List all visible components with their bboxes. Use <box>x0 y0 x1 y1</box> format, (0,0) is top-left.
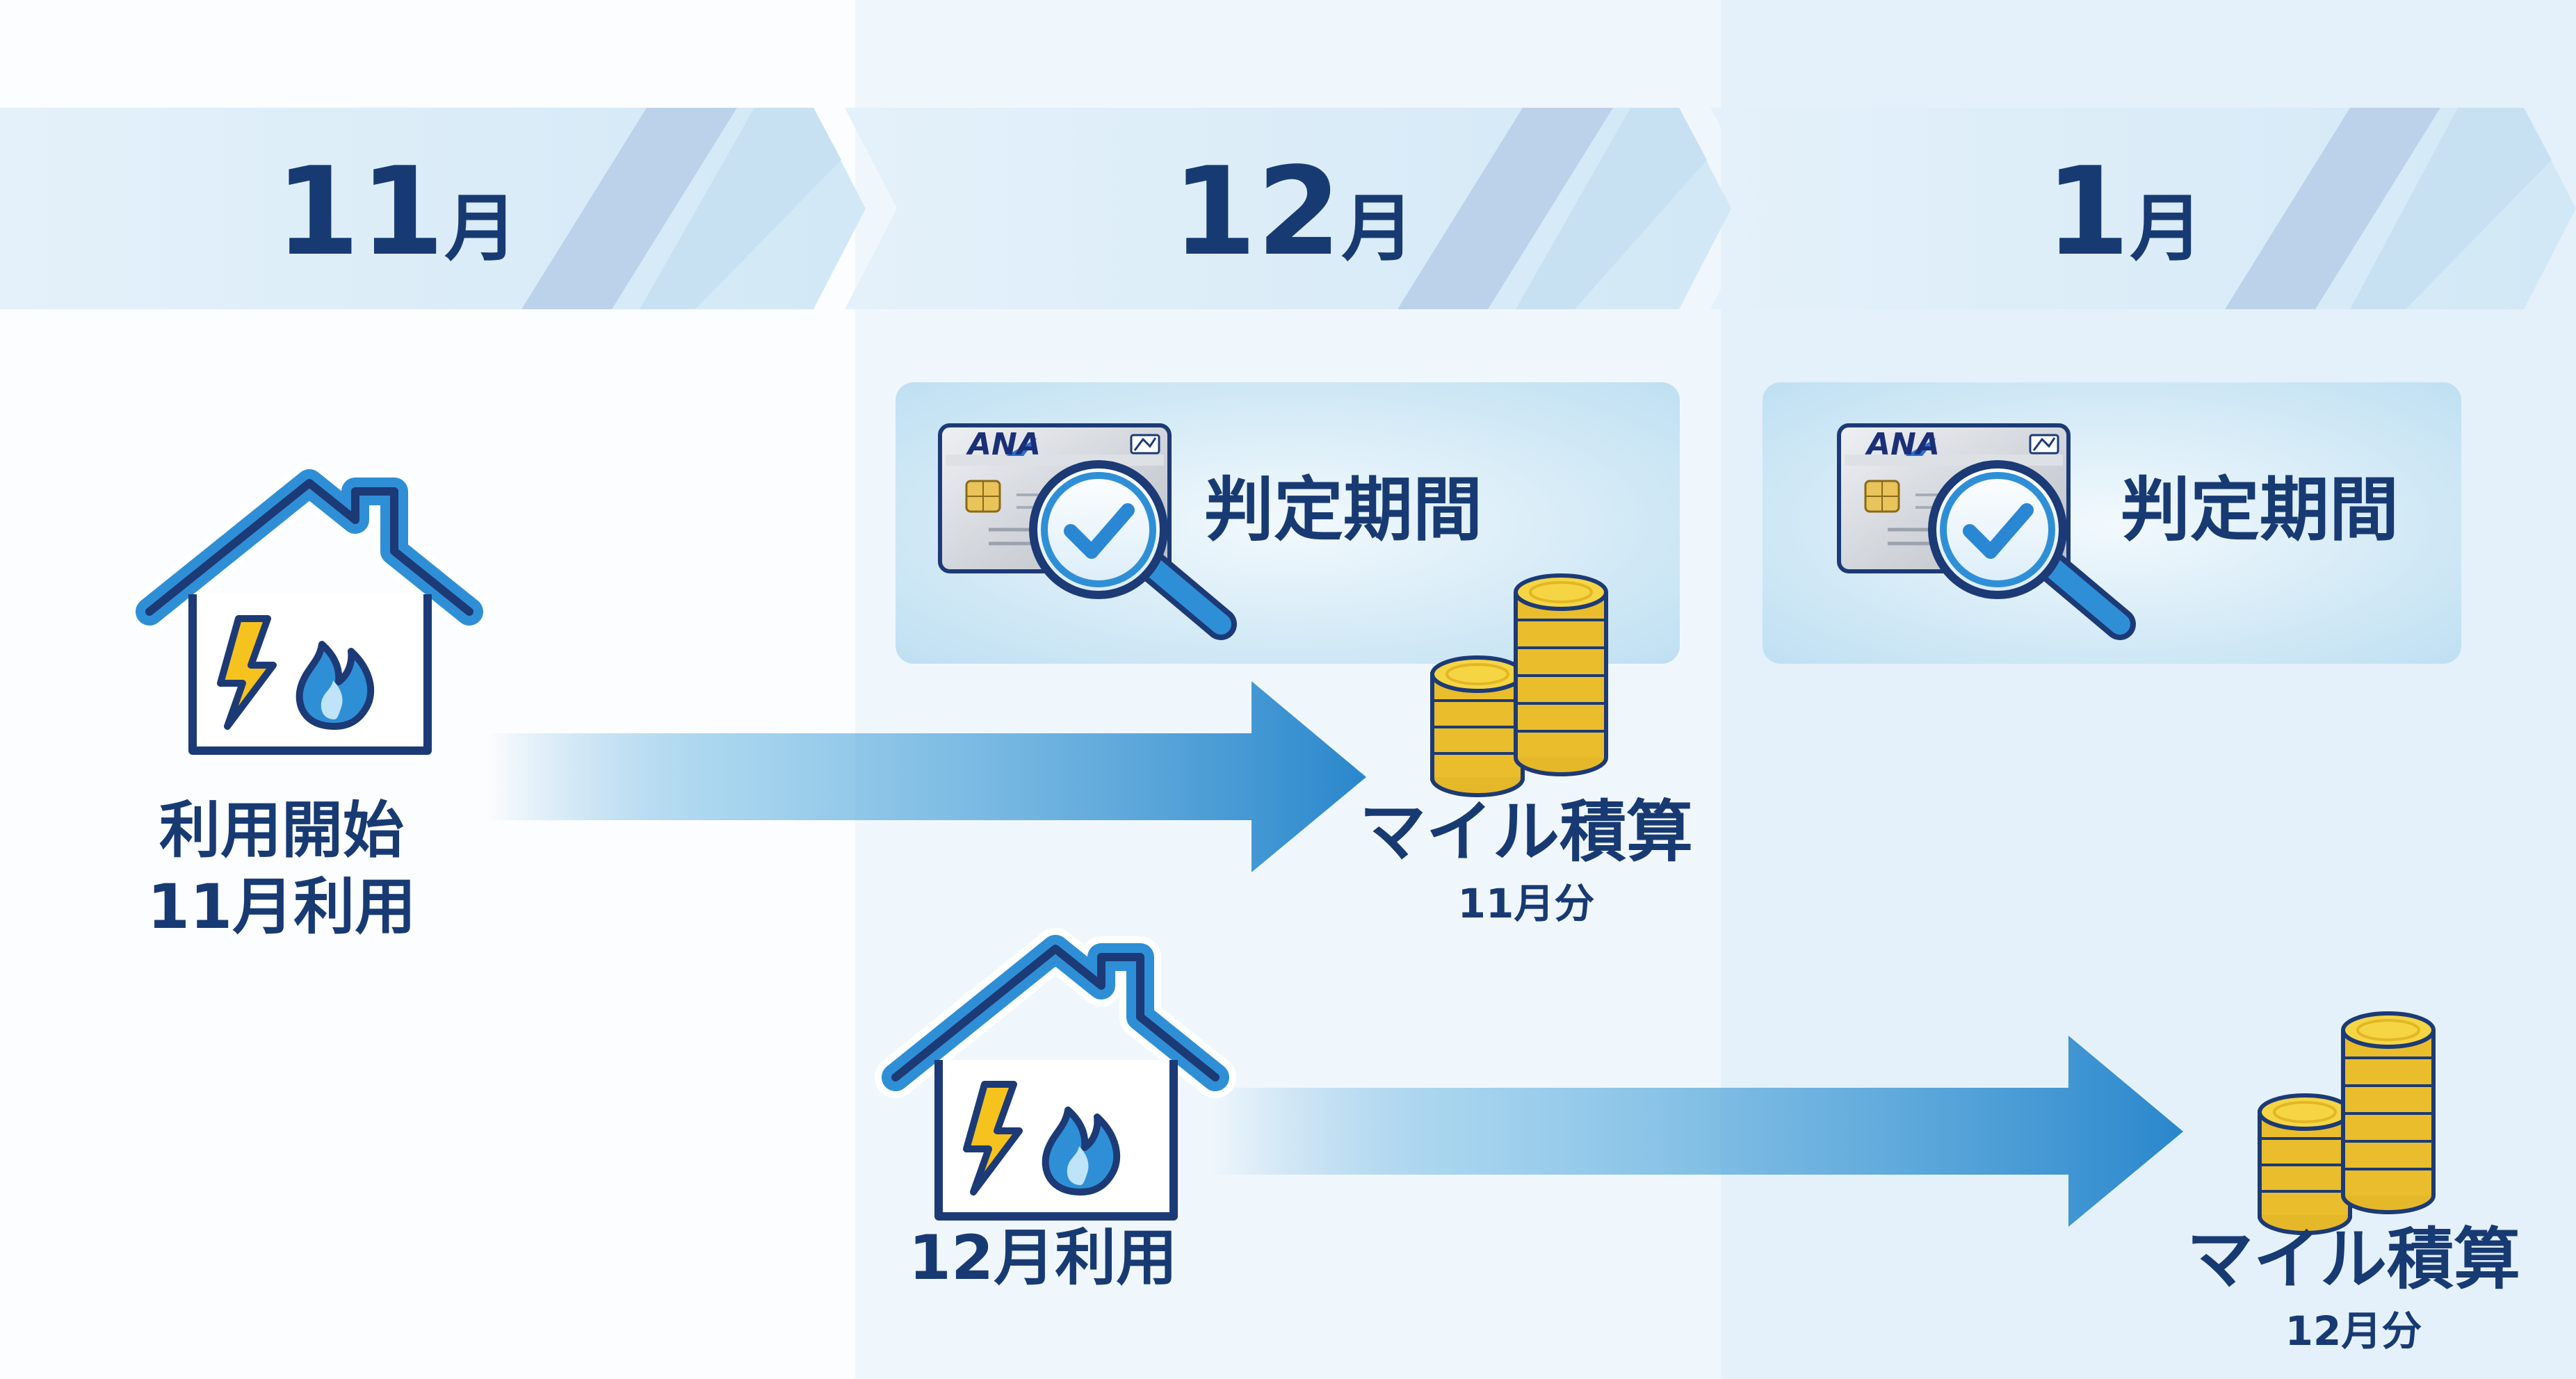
miles-title-nov: マイル積算 <box>1359 793 1693 871</box>
judgement-box-dec: 判定期間 <box>896 382 1680 664</box>
usage-dec-label: 12月利用 <box>909 1222 1177 1294</box>
judgement-box-jan: 判定期間 <box>1763 382 2461 664</box>
judgement-label-dec: 判定期間 <box>1204 469 1482 550</box>
card-brand-jan: ANA <box>1865 427 1940 462</box>
arrow-right-icon <box>487 681 1366 872</box>
month-label-nov: 11月 <box>275 142 518 283</box>
month-band-nov <box>0 108 866 309</box>
month-label-dec: 12月 <box>1172 142 1415 283</box>
month-band-dec <box>845 108 1731 309</box>
month-band-jan <box>1710 108 2576 309</box>
miles-subtitle-dec: 12月分 <box>2285 1307 2422 1355</box>
card-brand-dec: ANA <box>966 427 1041 462</box>
usage-nov-label: 11月利用 <box>147 871 416 943</box>
miles-subtitle-nov: 11月分 <box>1458 880 1595 927</box>
month-label-jan: 1月 <box>2046 142 2203 283</box>
arrow-right-icon <box>1210 1036 2183 1227</box>
miles-title-dec: マイル積算 <box>2187 1221 2520 1298</box>
judgement-label-jan: 判定期間 <box>2121 469 2399 550</box>
usage-start-label: 利用開始 <box>159 794 404 866</box>
